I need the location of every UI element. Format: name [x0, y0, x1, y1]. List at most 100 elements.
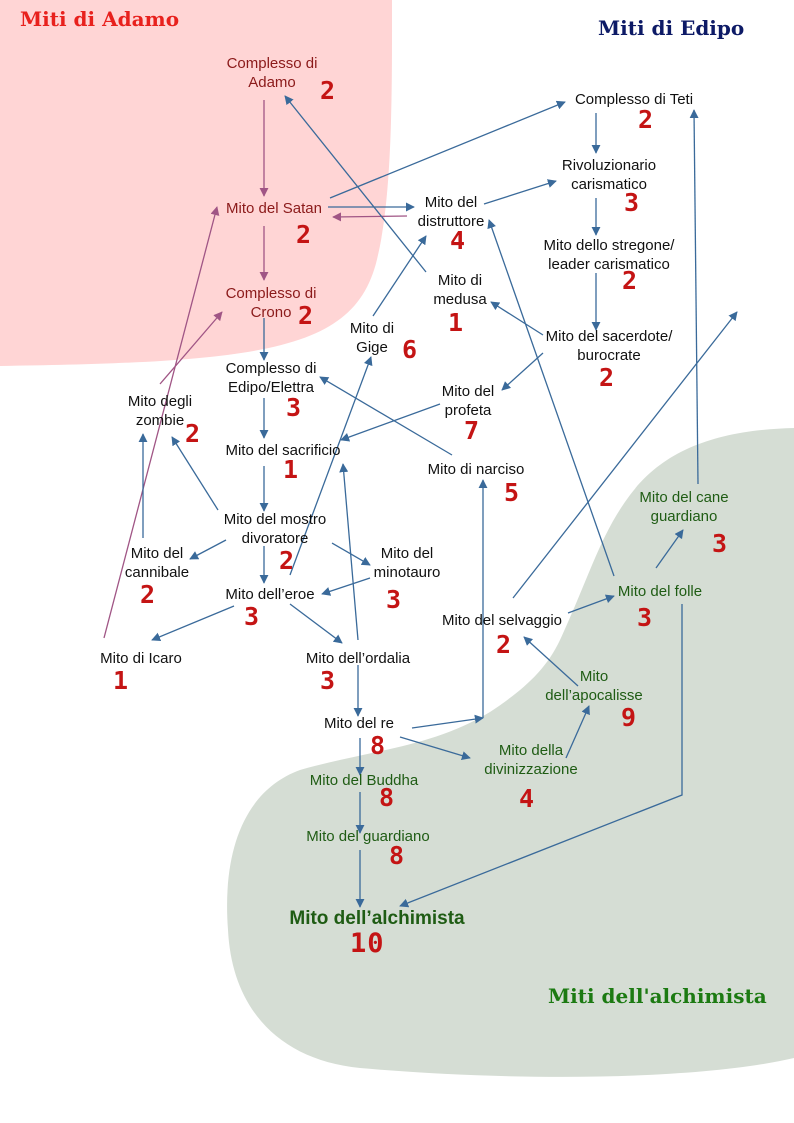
node-label-edipo-elettra-1: Edipo/Elettra: [228, 379, 314, 396]
node-ordalia: Mito dell’ordalia: [306, 649, 410, 668]
node-score-narciso: 5: [504, 478, 520, 507]
region-title-alchimista: Miti dell'alchimista: [548, 984, 767, 1008]
node-label-sacerdote-0: Mito del sacerdote/: [545, 328, 673, 345]
node-label-mostro-1: divoratore: [241, 530, 309, 547]
alchimista-region: [227, 428, 794, 1077]
node-label-minotauro-1: minotauro: [373, 564, 441, 581]
node-score-mito-satan: 2: [296, 220, 312, 249]
node-label-apocalisse-0: Mito: [579, 668, 609, 685]
node-label-medusa-1: medusa: [433, 291, 487, 308]
node-score-selvaggio: 2: [496, 630, 512, 659]
node-label-divinizzazione-1: divinizzazione: [484, 761, 578, 778]
node-score-rivoluzionario: 3: [624, 188, 640, 217]
edge-icaro-to-mito-satan: [103, 206, 220, 639]
node-label-distruttore-0: Mito del: [424, 194, 478, 211]
node-label-buddha-0: Mito del Buddha: [309, 772, 419, 789]
node-label-folle-0: Mito del folle: [617, 583, 703, 600]
edge-medusa-to-complesso-adamo: [284, 95, 427, 273]
node-stregone: Mito dello stregone/leader carismatico: [544, 236, 675, 274]
node-label-stregone-0: Mito dello stregone/: [543, 237, 675, 254]
edge-zombie-to-complesso-crono: [159, 311, 223, 385]
node-score-buddha: 8: [379, 783, 395, 812]
adamo-region: [0, 0, 393, 366]
edge-mito-satan-to-complesso-teti: [329, 100, 566, 199]
node-score-gige: 6: [402, 335, 418, 364]
node-label-complesso-teti-0: Complesso di Teti: [574, 91, 694, 108]
node-label-complesso-crono-0: Complesso di: [225, 285, 317, 302]
edge-gige-to-distruttore: [372, 235, 427, 317]
edge-apocalisse-to-selvaggio: [523, 636, 579, 687]
node-alchimista: Mito dell’alchimista: [289, 908, 464, 930]
region-title-edipo: Miti di Edipo: [598, 16, 745, 40]
edge-divinizzazione-to-apocalisse: [565, 705, 590, 759]
node-edipo-elettra: Complesso di Edipo/Elettra: [226, 359, 317, 397]
node-profeta: Mito del profeta: [442, 382, 495, 420]
node-score-mostro: 2: [279, 546, 295, 575]
node-label-apocalisse-1: dell’apocalisse: [545, 687, 643, 704]
node-score-sacrificio: 1: [283, 455, 299, 484]
node-cane: Mito del cane guardiano: [639, 488, 728, 526]
node-label-edipo-elettra-0: Complesso di: [225, 360, 317, 377]
node-score-re: 8: [370, 731, 386, 760]
node-divinizzazione: Mito della divinizzazione: [484, 741, 577, 779]
node-label-profeta-0: Mito del: [441, 383, 495, 400]
node-score-guardiano: 8: [389, 841, 405, 870]
edge-mostro-to-cannibale: [189, 539, 227, 560]
edge-distruttore-to-mito-satan: [332, 212, 408, 222]
node-score-eroe: 3: [244, 602, 260, 631]
node-label-alchimista-0: Mito dell’alchimista: [289, 908, 465, 929]
node-label-rivoluzionario-1: carismatico: [571, 176, 647, 193]
node-label-sacrificio-0: Mito del sacrificio: [225, 442, 341, 459]
edge-cane-to-complesso-teti: [689, 109, 699, 485]
node-label-minotauro-0: Mito del: [380, 545, 434, 562]
edge-re-to-selvaggio: [411, 714, 484, 729]
node-label-medusa-0: Mito di: [437, 272, 483, 289]
node-label-divinizzazione-0: Mito della: [498, 742, 564, 759]
edge-eroe-to-gige: [289, 356, 373, 576]
node-label-complesso-adamo-1: Adamo: [248, 74, 296, 91]
edge-selvaggio-to-folle: [567, 594, 615, 614]
node-label-cannibale-1: cannibale: [124, 564, 190, 581]
node-label-gige-1: Gige: [356, 339, 388, 356]
node-mito-satan: Mito del Satan: [226, 199, 322, 218]
edge-narciso-to-edipo-elettra: [319, 376, 453, 456]
node-label-narciso-0: Mito di narciso: [427, 461, 525, 478]
node-label-cane-0: Mito del cane: [639, 489, 729, 506]
node-label-cane-1: guardiano: [650, 508, 718, 525]
node-score-complesso-crono: 2: [298, 301, 314, 330]
node-icaro: Mito di Icaro: [100, 649, 182, 668]
node-label-rivoluzionario-0: Rivoluzionario: [561, 157, 657, 174]
node-score-complesso-adamo: 2: [320, 76, 336, 105]
edge-folle-to-cane: [655, 529, 684, 569]
node-score-medusa: 1: [448, 308, 464, 337]
node-label-zombie-1: zombie: [135, 412, 185, 429]
node-score-edipo-elettra: 3: [286, 393, 302, 422]
node-score-divinizzazione: 4: [519, 784, 535, 813]
node-label-mito-satan-0: Mito del Satan: [226, 200, 322, 217]
node-label-ordalia-0: Mito dell’ordalia: [305, 650, 411, 667]
edge-sacerdote-to-medusa: [490, 301, 544, 336]
node-buddha: Mito del Buddha: [310, 771, 418, 790]
node-label-profeta-1: profeta: [444, 402, 492, 419]
node-score-sacerdote: 2: [599, 363, 615, 392]
node-folle: Mito del folle: [618, 582, 702, 601]
node-label-re-0: Mito del re: [323, 715, 395, 732]
node-score-minotauro: 3: [386, 585, 402, 614]
node-score-ordalia: 3: [320, 666, 336, 695]
node-label-eroe-0: Mito dell’eroe: [225, 586, 315, 603]
node-label-icaro-0: Mito di Icaro: [100, 650, 182, 667]
edge-ordalia-to-sacrificio: [339, 463, 359, 641]
edge-eroe-to-icaro: [151, 605, 235, 642]
node-eroe: Mito dell’eroe: [225, 585, 314, 604]
node-score-stregone: 2: [622, 266, 638, 295]
node-score-cannibale: 2: [140, 580, 156, 609]
node-sacerdote: Mito del sacerdote/burocrate: [546, 327, 673, 365]
region-title-adamo: Miti di Adamo: [20, 7, 180, 31]
